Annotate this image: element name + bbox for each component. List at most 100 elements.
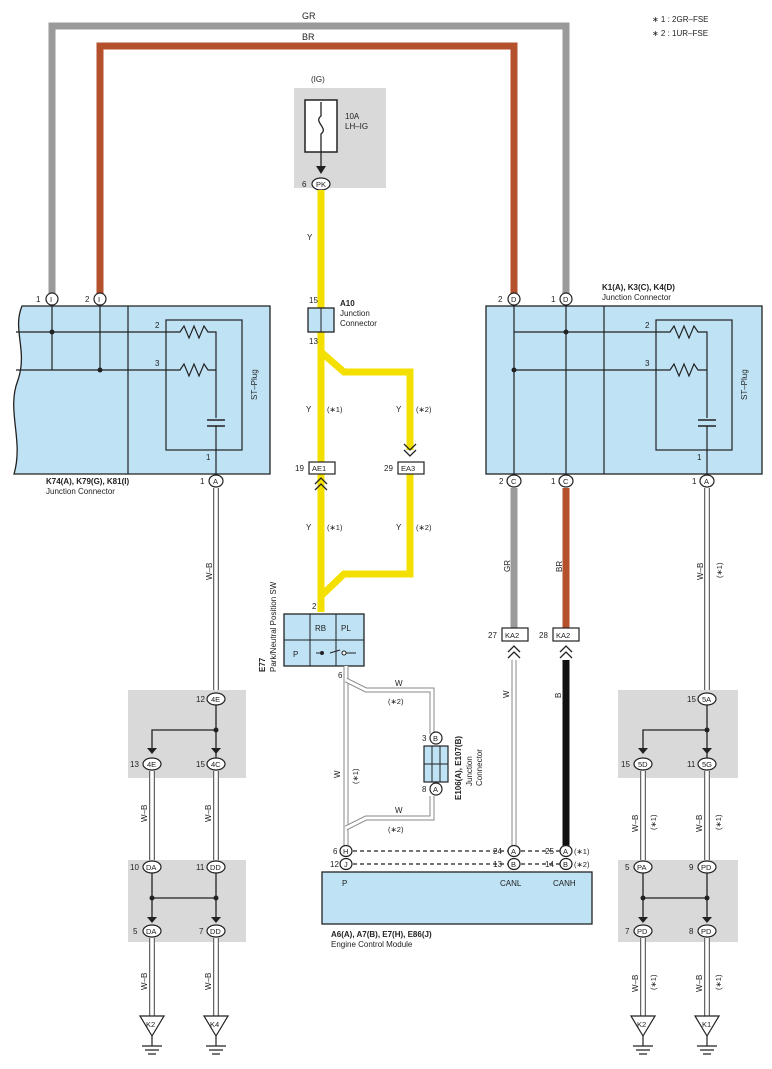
right-jc-top-terminal-1 [507,292,521,306]
variant-label-5: (∗1) [351,768,360,784]
wire-label-wb-4: W–B [140,973,149,990]
right-jc-top-term-1: D [511,295,517,304]
left-jc-top-pin-1: 1 [36,295,41,304]
right-splice-a-in-term: 5A [702,695,711,704]
right-splice-b-out-terminal-1 [633,924,653,938]
left-splice-a-arrow-icon [147,748,221,754]
right-jc-node-1 [563,329,569,335]
right-splice-b-node-2 [704,895,710,901]
e77-rb-label: RB [315,624,326,633]
right-jc-code: K1(A), K3(C), K4(D) [602,283,675,292]
e106-bottom-term: A [433,785,438,794]
wire-label-wb-10: W–B [695,975,704,992]
wire-label-w-3: W [395,806,403,815]
left-jc-bottom-term: A [213,477,218,486]
fuse-rating: 10A [345,112,360,121]
ecm-code: A6(A), A7(B), E7(H), E86(J) [331,930,432,939]
fuse-circuit: (IG) [311,75,325,84]
wire-y-a10-ea3 [318,349,414,450]
fuse-terminal-label: PK [316,180,326,189]
right-jc-bottom-pin-1: 2 [499,477,504,486]
right-splice-b-in-pin-2: 9 [689,863,694,872]
fuse-name: LH–IG [345,122,368,131]
wire-label-br-canh: BR [555,561,564,572]
ecm-terminal-canh-a [559,844,573,858]
right-st-plug-frame [655,319,733,451]
legend-note-1: ∗ 1 : 2GR–FSE [652,15,709,24]
right-jc-name: Junction Connector [602,293,671,302]
ecm-terminal-canl-b [507,857,521,871]
wire-label-b-canh: B [554,693,563,698]
ecm-term-canl-b: B [511,860,516,869]
fuse-pin: 6 [302,180,307,189]
left-splice-b-node-1 [149,895,155,901]
left-st-plug-label: ST–Plug [250,369,259,400]
right-jc-top-term-2: D [563,295,569,304]
ecm-term-canl-a: A [511,847,516,856]
variant-label-9: (∗1) [649,814,658,830]
legend-note-2: ∗ 2 : 1UR–FSE [652,29,708,38]
ecm-pin-6: 6 [333,847,338,856]
e106-top-terminal [429,731,443,745]
right-splice-b-out-pin-1: 7 [625,927,630,936]
ka2-right-term: KA2 [556,631,570,640]
ground-k1-label: K1 [702,1020,711,1029]
wire-label-gr-top: GR [302,11,316,21]
variant-label-6: (∗2) [388,697,404,706]
right-jc-top-terminal-2 [559,292,573,306]
right-splice-a-out-term-2: 5G [702,760,712,769]
ground-k1-triangle [693,1015,721,1038]
left-splice-a-branch [151,729,216,750]
left-splice-a-in-term: 4E [211,695,220,704]
e106-name-1: Junction [465,756,474,786]
e106-top-term: B [433,734,438,743]
right-splice-a-node [704,727,710,733]
wire-label-w-canl: W [502,690,511,698]
right-splice-a-arrow-icon [638,748,712,754]
e77-contact-dot [320,651,324,655]
ecm-name: Engine Control Module [331,940,413,949]
right-splice-a-out-term-1: 5D [638,760,648,769]
variant-label-11: (∗1) [649,974,658,990]
right-resistor-1-icon [656,324,708,418]
ground-k2-left-icon [142,1036,162,1055]
left-splice-a-out-pin-2: 15 [196,760,205,769]
ka2-right-chevron-icon [559,645,573,659]
wire-y-ea3-e77 [318,474,414,599]
a10-name-1: Junction [340,309,370,318]
wire-label-wb-2: W–B [140,805,149,822]
ea3-connector [397,461,425,475]
left-splice-b-in-term-2: DD [210,863,221,872]
ecm-terminal-canh-b [559,857,573,871]
ecm-terminal-canl-a [507,844,521,858]
left-jc-code: K74(A), K79(G), K81(I) [46,477,129,486]
left-splice-b-in-pin-1: 10 [130,863,139,872]
right-splice-a-out-terminal-2 [697,757,717,771]
ecm-term-canh-b: B [563,860,568,869]
wire-label-y-2: Y [306,405,312,414]
wire-label-wb-6: W–B [696,563,705,580]
right-inner-pin-3: 3 [645,359,650,368]
e77-contact-open [341,650,347,656]
right-splice-b-in-term-2: PD [701,863,712,872]
right-splice-a-in-pin: 15 [687,695,696,704]
ecm-pin-14: 14 [545,860,554,869]
left-jc-top-terminal-2 [93,292,107,306]
right-splice-a-out-pin-2: 11 [687,760,696,769]
left-jc-name: Junction Connector [46,487,115,496]
left-jc-top-term-1: I [50,295,52,304]
right-jc-bottom-term-3: A [704,477,709,486]
e77-pl-label: PL [341,624,351,633]
right-jc-bottom-pin-2: 1 [551,477,556,486]
ecm-dashed-links [353,850,560,865]
wire-gr-top [48,22,570,294]
right-jc-bottom-terminal-1 [506,474,522,488]
left-jc-top-term-2: I [98,295,100,304]
left-splice-b-arrow-icon [147,917,221,923]
variant-label-4: (∗2) [416,523,432,532]
right-splice-b-out-term-1: PD [637,927,648,936]
ground-k2-right-triangle [629,1015,657,1038]
right-jc-bottom-terminal-2 [558,474,574,488]
variant-label-8: (∗1) [715,562,724,578]
